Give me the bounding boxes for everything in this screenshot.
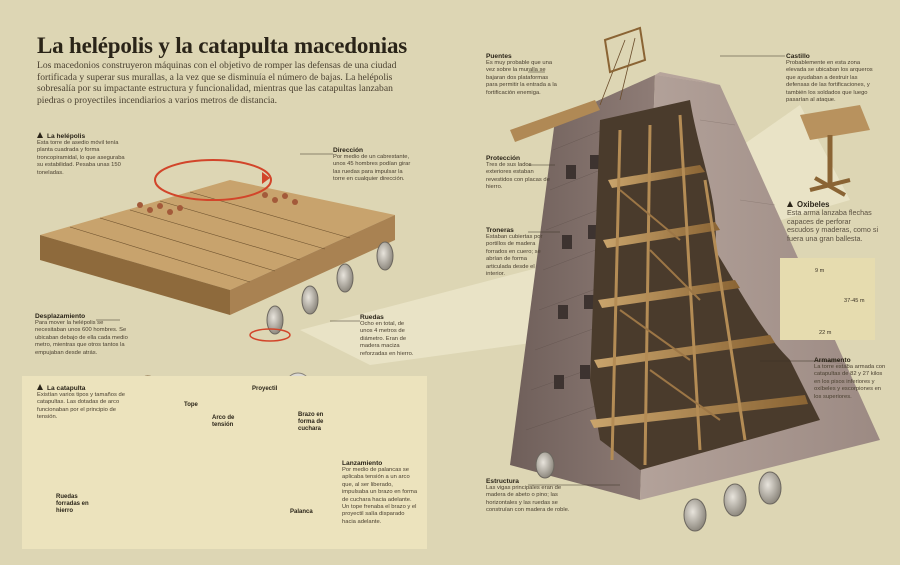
desplazamiento-text: Para mover la helépolis se necesitaban u… [35, 320, 128, 356]
catapulta-heading-text: La catapulta [47, 385, 86, 392]
oxibeles-illustration [800, 105, 870, 197]
castillo-block: Castillo Probablemente en esta zona elev… [786, 53, 882, 104]
tower-wheels [535, 451, 782, 532]
desplazamiento-heading: Desplazamiento [35, 313, 86, 320]
desplazamiento-block: Desplazamiento Para mover la helépolis s… [35, 313, 130, 357]
label-tope: Tope [184, 402, 198, 408]
oxibeles-text: Esta arma lanzaba flechas capaces de per… [787, 208, 879, 243]
oxibeles-heading-text: Oxibeles [797, 200, 830, 209]
puentes-block: Puentes Es muy probable que una vez sobr… [486, 53, 558, 97]
catapulta-block: La catapulta Existían varios tipos y tam… [37, 384, 127, 422]
troneras-text: Estaban cubiertas por portillos de mader… [486, 234, 543, 278]
dim-base: 22 m [819, 330, 832, 336]
leader-lines [96, 55, 840, 486]
label-arco: Arco de tensión [212, 415, 235, 428]
triangle-bullet-icon [787, 201, 793, 207]
oxibeles-heading: Oxibeles [787, 200, 879, 209]
proteccion-heading: Protección [486, 155, 521, 162]
estructura-block: Estructura Las vigas principales eran de… [486, 478, 578, 515]
armamento-block: Armamento La torre estaba armada con cat… [814, 357, 886, 401]
helepolis-heading: La helépolis [37, 132, 129, 140]
label-proyectil: Proyectil [252, 386, 278, 392]
lanzamiento-heading: Lanzamiento [342, 460, 383, 467]
ruedas-block: Ruedas Ocho en total, de unos 4 metros d… [360, 314, 418, 358]
catapult-panel [22, 376, 427, 549]
catapulta-heading: La catapulta [37, 384, 127, 392]
puentes-text: Es muy probable que una vez sobre la mur… [486, 60, 557, 96]
intro-paragraph: Los macedonios construyeron máquinas con… [37, 60, 397, 106]
triangle-bullet-icon [37, 132, 43, 138]
light-beam-left [300, 262, 590, 365]
estructura-heading: Estructura [486, 478, 519, 485]
puentes-heading: Puentes [486, 53, 512, 60]
armamento-text: La torre estaba armada con catapultas de… [814, 364, 886, 400]
catapulta-text: Existían varios tipos y tamaños de catap… [37, 392, 125, 421]
proteccion-text: Tres de sus lados exteriores estaban rev… [486, 162, 550, 191]
helepolis-base-illustration [40, 159, 395, 342]
label-palanca: Palanca [290, 509, 313, 515]
direccion-text: Por medio de un cabrestante, unos 45 hom… [333, 154, 411, 183]
helepolis-tower-illustration [510, 26, 880, 532]
label-ruedas-catapulta: Ruedas forradas en hierro [56, 494, 89, 514]
triangle-bullet-icon [37, 384, 43, 390]
proteccion-block: Protección Tres de sus lados exteriores … [486, 155, 554, 192]
dimensions-box [780, 258, 875, 340]
helepolis-block: La helépolis Esta torre de asedio móvil … [37, 132, 129, 177]
troneras-block: Troneras Estaban cubiertas por portillos… [486, 227, 544, 278]
ruedas-text: Ocho en total, de unos 4 metros de diáme… [360, 321, 414, 357]
helepolis-heading-text: La helépolis [47, 133, 86, 140]
page-title: La helépolis y la catapulta macedonias [37, 33, 408, 58]
troneras-heading: Troneras [486, 227, 514, 234]
lanzamiento-text: Por medio de palancas se aplicaba tensió… [342, 467, 418, 525]
helepolis-text: Esta torre de asedio móvil tenía planta … [37, 140, 125, 176]
direccion-block: Dirección Por medio de un cabrestante, u… [333, 147, 413, 184]
castillo-text: Probablemente en esta zona elevada se ub… [786, 60, 873, 104]
estructura-text: Las vigas principales eran de madera de … [486, 485, 570, 514]
dim-height: 37-45 m [844, 298, 865, 304]
direccion-heading: Dirección [333, 147, 364, 154]
label-brazo: Brazo en forma de cuchara [298, 412, 324, 432]
lanzamiento-block: Lanzamiento Por medio de palancas se apl… [342, 460, 418, 526]
ruedas-heading: Ruedas [360, 314, 384, 321]
castillo-heading: Castillo [786, 53, 810, 60]
dim-top: 9 m [815, 268, 825, 274]
oxibeles-block: Oxibeles Esta arma lanzaba flechas capac… [787, 200, 879, 243]
armamento-heading: Armamento [814, 357, 851, 364]
